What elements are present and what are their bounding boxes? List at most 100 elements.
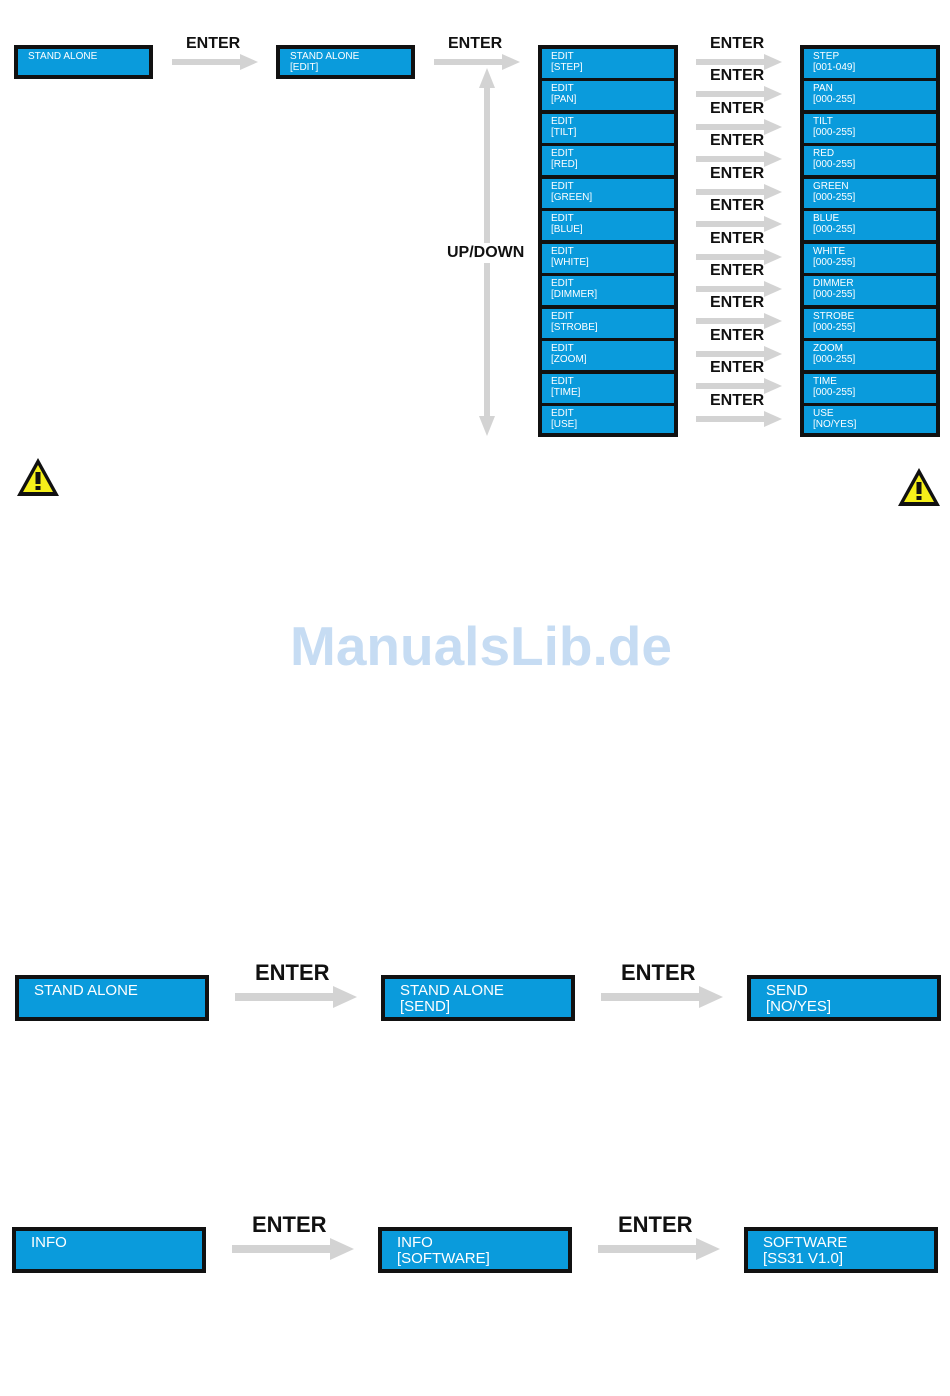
enter-label: ENTER [710,100,765,117]
enter-label: ENTER [710,35,765,52]
value-item-zoom: ZOOM[000-255] [804,341,936,370]
cell-line-1: STEP [813,51,840,62]
edit-item-blue: EDIT[BLUE] [542,211,674,240]
arrow-right [696,119,782,135]
edit-item-time: EDIT[TIME] [542,374,674,403]
arrow-right [696,151,782,167]
enter-label: ENTER [448,35,503,52]
cell-line-1: EDIT [551,376,574,387]
display-line-1: INFO [31,1234,67,1251]
cell-line-1: EDIT [551,51,574,62]
cell-line-2: [STEP] [551,61,583,73]
cell-line-1: DIMMER [813,278,854,289]
arrow-right [696,346,782,362]
cell-line-2: [000-255] [813,191,856,203]
cell-line-2: [ZOOM] [551,353,587,365]
cell-line-2: [USE] [551,418,578,430]
cell-line-2: [000-255] [813,223,856,235]
arrow-right [434,54,520,70]
value-item-dimmer: DIMMER[000-255] [804,276,936,305]
cell-line-1: TIME [813,376,837,387]
cell-line-1: EDIT [551,343,574,354]
cell-line-1: EDIT [551,116,574,127]
value-item-white: WHITE[000-255] [804,244,936,273]
edit-item-step: EDIT[STEP] [542,49,674,78]
cell-line-1: EDIT [551,213,574,224]
enter-label: ENTER [710,230,765,247]
arrow-right [696,54,782,70]
warning-icon [898,468,940,506]
value-item-blue: BLUE[000-255] [804,211,936,240]
value-menu-column: STEP[001-049] PAN[000-255] TILT[000-255]… [800,45,940,437]
enter-label: ENTER [252,1212,327,1237]
arrow-right [598,1238,720,1260]
cell-line-1: EDIT [551,83,574,94]
edit-menu-column: EDIT[STEP] EDIT[PAN] EDIT[TILT] EDIT[RED… [538,45,678,437]
display-line-1: STAND ALONE [28,51,98,62]
cell-line-2: [NO/YES] [813,418,857,430]
display-line-2: [EDIT] [290,61,319,73]
value-item-time: TIME[000-255] [804,374,936,403]
display-line-2: [SEND] [400,998,451,1016]
arrow-right [172,54,258,70]
cell-line-2: [TILT] [551,126,577,138]
value-item-red: RED[000-255] [804,146,936,175]
arrow-right [696,216,782,232]
cell-line-1: STROBE [813,311,855,322]
cell-line-1: WHITE [813,246,846,257]
cell-line-1: EDIT [551,181,574,192]
arrow-right [235,986,357,1008]
edit-item-use: EDIT[USE] [542,406,674,433]
display-line-1: STAND ALONE [34,982,138,999]
value-item-green: GREEN[000-255] [804,179,936,208]
cell-line-1: EDIT [551,408,574,419]
cell-line-2: [GREEN] [551,191,593,203]
value-item-pan: PAN[000-255] [804,81,936,110]
edit-item-white: EDIT[WHITE] [542,244,674,273]
display-line-2: [SOFTWARE] [397,1250,490,1268]
edit-item-pan: EDIT[PAN] [542,81,674,110]
display-stand-alone-edit: STAND ALONE [EDIT] [276,45,415,79]
cell-line-2: [000-255] [813,158,856,170]
cell-line-1: ZOOM [813,343,843,354]
enter-label: ENTER [710,197,765,214]
arrow-right [696,378,782,394]
cell-line-2: [TIME] [551,386,581,398]
cell-line-1: RED [813,148,835,159]
edit-item-tilt: EDIT[TILT] [542,114,674,143]
display-software-version: SOFTWARE [SS31 V1.0] [744,1227,938,1273]
arrow-right [696,281,782,297]
display-stand-alone: STAND ALONE [14,45,153,79]
display-stand-alone: STAND ALONE [15,975,209,1021]
enter-label: ENTER [710,67,765,84]
cell-line-2: [000-255] [813,321,856,333]
enter-label: ENTER [621,960,696,985]
display-info-software: INFO [SOFTWARE] [378,1227,572,1273]
enter-label: ENTER [710,327,765,344]
arrow-right [696,184,782,200]
cell-line-2: [BLUE] [551,223,583,235]
value-item-strobe: STROBE[000-255] [804,309,936,338]
cell-line-1: EDIT [551,311,574,322]
cell-line-1: PAN [813,83,833,94]
warning-icon [17,458,59,496]
value-item-step: STEP[001-049] [804,49,936,78]
edit-item-zoom: EDIT[ZOOM] [542,341,674,370]
display-line-1: SOFTWARE [763,1234,848,1251]
edit-item-green: EDIT[GREEN] [542,179,674,208]
cell-line-1: BLUE [813,213,840,224]
display-line-1: INFO [397,1234,433,1251]
cell-line-2: [001-049] [813,61,856,73]
arrow-right [696,86,782,102]
cell-line-1: TILT [813,116,833,127]
display-line-2: [SS31 V1.0] [763,1250,844,1268]
display-line-1: STAND ALONE [290,51,360,62]
value-item-tilt: TILT[000-255] [804,114,936,143]
display-info: INFO [12,1227,206,1273]
updown-label: UP/DOWN [447,243,525,263]
value-item-use: USE[NO/YES] [804,406,936,433]
arrow-right [696,313,782,329]
enter-label: ENTER [710,262,765,279]
arrow-right [232,1238,354,1260]
cell-line-2: [RED] [551,158,578,170]
